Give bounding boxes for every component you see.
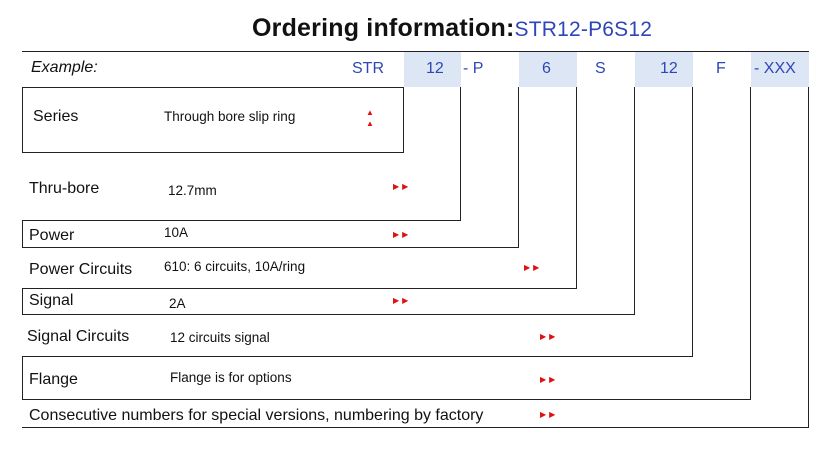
connector-special (808, 87, 809, 428)
row-label-power: Power (29, 227, 75, 244)
code-seg-power-circuits: 6 (542, 60, 551, 77)
connector-thru-bore (460, 87, 461, 221)
left-border-series (22, 87, 23, 153)
red-double-arrow-icon: ▶▶ (393, 182, 412, 191)
up-arrow-icon: ▲▲ (366, 108, 374, 128)
red-double-arrow-icon: ▶▶ (393, 230, 412, 239)
code-seg-bore: 12 (426, 60, 444, 77)
row-line-power-circuits (22, 288, 577, 289)
header-top-line (22, 51, 809, 52)
connector-series (403, 87, 404, 153)
connector-signal-circuits (692, 87, 693, 357)
row-label-power-circuits: Power Circuits (29, 261, 133, 278)
connector-signal (634, 87, 635, 315)
row-line-consecutive (22, 427, 809, 428)
row-line-power (22, 247, 519, 248)
title-code: STR12-P6S12 (514, 18, 653, 41)
header-cell-bore (404, 52, 461, 87)
row-label-flange: Flange (29, 371, 78, 388)
red-double-arrow-icon: ▶▶ (540, 375, 559, 384)
left-border-power (22, 221, 23, 248)
row-line-series (22, 152, 404, 153)
row-value-signal-circuits: 12 circuits signal (170, 330, 270, 345)
row-line-signal-circuits (22, 356, 693, 357)
code-seg-signal-circuits: 12 (660, 60, 678, 77)
row-line-header-bottom (22, 87, 404, 88)
code-seg-special: - XXX (754, 60, 796, 77)
header-cell-power-circuits (519, 52, 577, 87)
row-label-signal-circuits: Signal Circuits (27, 328, 130, 345)
code-seg-flange: F (716, 60, 726, 77)
left-border-signal (22, 289, 23, 315)
connector-power-circuits (576, 87, 577, 289)
row-value-power-circuits: 610: 6 circuits, 10A/ring (164, 259, 306, 274)
connector-flange (750, 87, 751, 400)
row-label-consecutive: Consecutive numbers for special versions… (29, 407, 484, 424)
example-label: Example: (31, 59, 98, 76)
row-line-thru-bore (22, 220, 461, 221)
code-seg-power: - P (463, 60, 484, 77)
header-cell-special (751, 52, 809, 87)
row-label-signal: Signal (29, 292, 74, 309)
row-label-series: Series (33, 108, 79, 125)
header-cell-signal-circuits (635, 52, 693, 87)
row-label-thru-bore: Thru-bore (29, 180, 100, 197)
red-double-arrow-icon: ▶▶ (524, 263, 543, 272)
row-value-series: Through bore slip ring (164, 109, 296, 124)
code-seg-signal: S (595, 60, 606, 77)
row-line-flange (22, 399, 751, 400)
row-value-thru-bore: 12.7mm (168, 183, 217, 198)
row-line-signal (22, 314, 635, 315)
connector-power (518, 87, 519, 248)
row-value-signal: 2A (169, 296, 186, 311)
code-seg-series: STR (352, 60, 384, 77)
red-double-arrow-icon: ▶▶ (540, 332, 559, 341)
red-double-arrow-icon: ▶▶ (540, 410, 559, 419)
left-border-flange (22, 357, 23, 399)
title-label: Ordering information: (252, 14, 515, 42)
red-double-arrow-icon: ▶▶ (393, 296, 412, 305)
page-title: Ordering information:STR12-P6S12 (252, 14, 652, 43)
row-value-flange: Flange is for options (170, 370, 292, 385)
row-value-power: 10A (164, 225, 189, 240)
